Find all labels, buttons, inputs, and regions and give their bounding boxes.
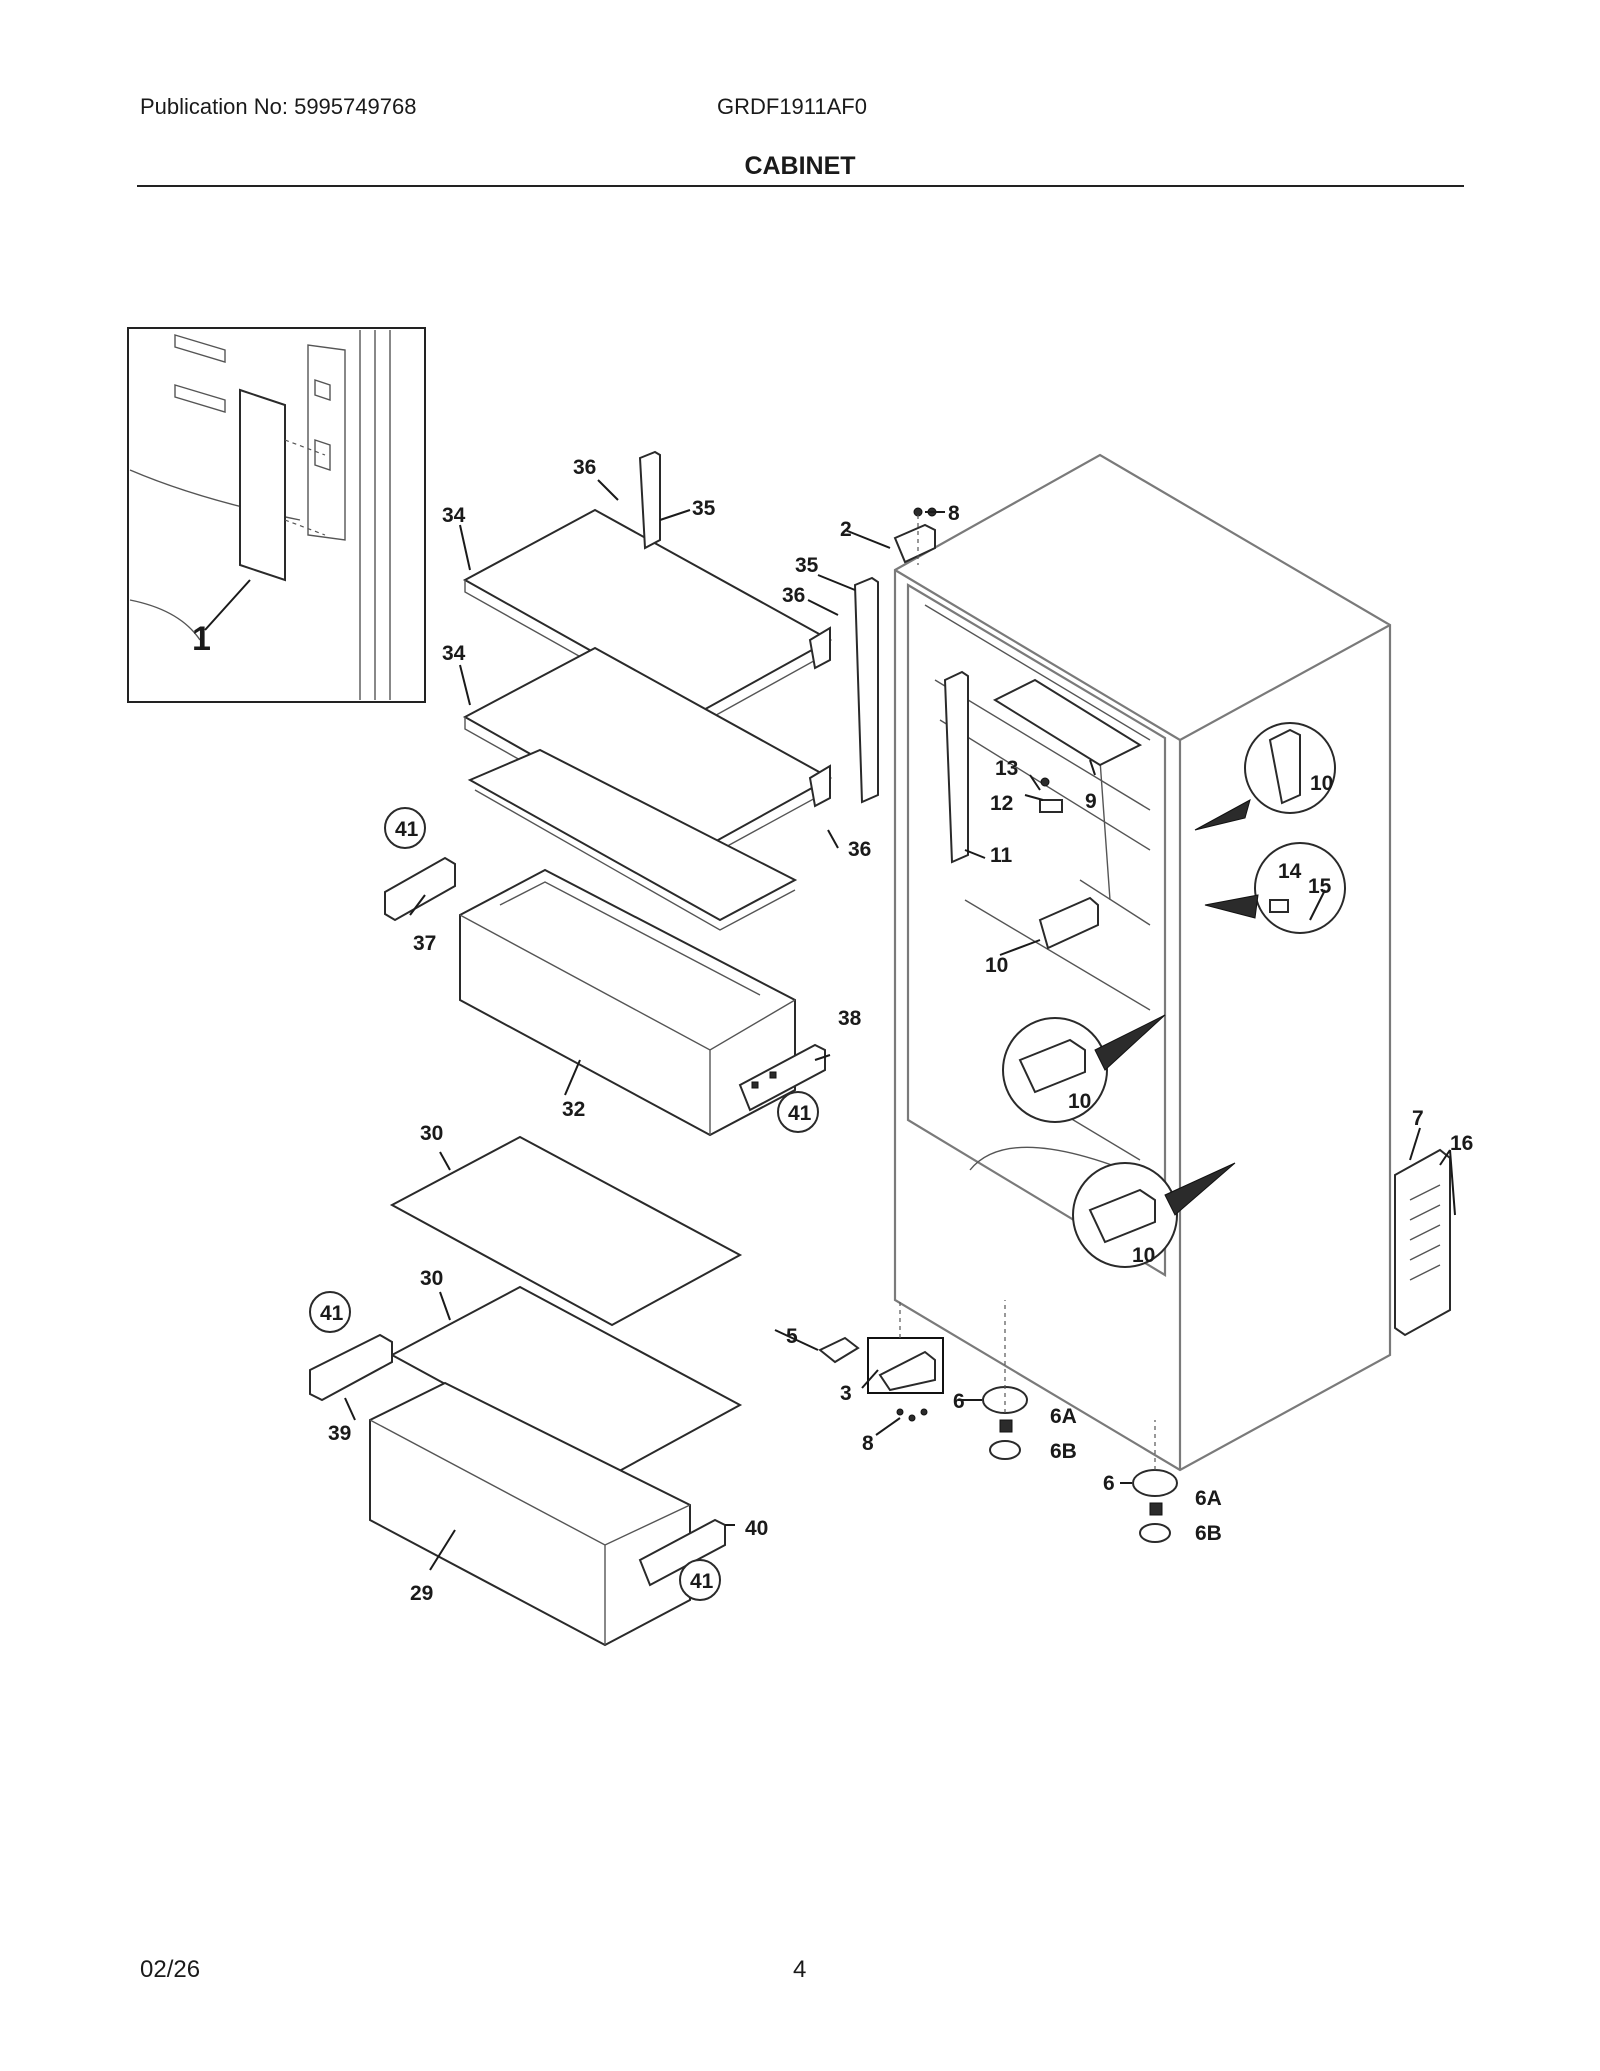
drawer-end-cap-40 [638, 1518, 726, 1587]
drawer-end-cap-37 [384, 856, 456, 922]
callout-10-a: 10 [1310, 772, 1333, 795]
callout-40: 40 [745, 1517, 768, 1540]
side-rail-35-left [638, 450, 661, 550]
cabinet-body [893, 453, 1392, 1472]
callout-12: 12 [990, 792, 1013, 815]
callout-30-a: 30 [420, 1122, 443, 1145]
callout-6B-2: 6B [1195, 1522, 1222, 1545]
detail-circle-10-a [1194, 722, 1336, 831]
shelf-lower-tray [467, 748, 798, 931]
header-rule [137, 185, 1464, 187]
light-socket-12-13 [1039, 777, 1063, 813]
callout-36-a: 36 [573, 456, 596, 479]
callout-5: 5 [786, 1325, 798, 1348]
publication-number: Publication No: 5995749768 [140, 94, 417, 119]
control-housing-9 [992, 678, 1143, 767]
spacer-5 [818, 1336, 860, 1364]
clip-badge-41-d [679, 1559, 721, 1601]
leader-lines [344, 479, 1456, 1571]
drawer-end-cap-39 [309, 1333, 393, 1402]
side-rail-35-right [853, 576, 879, 804]
callout-6-a: 6 [953, 1390, 965, 1413]
callout-6A-1: 6A [1050, 1405, 1077, 1428]
drawer-end-cap-38 [738, 1043, 826, 1112]
inset-detail-part-1 [127, 327, 426, 703]
callout-35-a: 35 [692, 497, 716, 520]
model-number: GRDF1911AF0 [717, 94, 867, 119]
callout-10-b: 10 [985, 954, 1008, 977]
leveler-6-rear [1132, 1469, 1178, 1543]
callout-41-d: 41 [690, 1570, 714, 1593]
clip-badge-41-b [777, 1091, 819, 1133]
callout-41-c: 41 [320, 1302, 344, 1325]
detail-circle-10-c [1072, 1162, 1236, 1268]
callout-36-b: 36 [782, 584, 805, 607]
page-number: 4 [793, 1956, 807, 1983]
callout-15: 15 [1308, 875, 1332, 898]
callout-9: 9 [1085, 790, 1097, 813]
callout-41-b: 41 [788, 1102, 812, 1125]
callout-2: 2 [840, 518, 852, 541]
rear-panel-7 [1394, 1148, 1451, 1337]
footer-date: 02/26 [140, 1956, 201, 1983]
callout-14: 14 [1278, 860, 1302, 883]
callout-34-a: 34 [442, 504, 466, 527]
callout-37: 37 [413, 932, 436, 955]
callout-41-a: 41 [395, 818, 419, 841]
callout-6B-1: 6B [1050, 1440, 1077, 1463]
leveler-6-front [982, 1386, 1028, 1460]
callout-8-b: 8 [862, 1432, 874, 1455]
light-cover-10 [1038, 896, 1099, 950]
callout-6-b: 6 [1103, 1472, 1115, 1495]
callout-3: 3 [840, 1382, 852, 1405]
callout-11: 11 [990, 844, 1013, 867]
callout-29: 29 [410, 1582, 433, 1605]
callout-6A-2: 6A [1195, 1487, 1222, 1510]
detail-circle-14-15 [1204, 842, 1346, 934]
hinge-2 [893, 507, 937, 564]
side-rail-11 [943, 670, 969, 864]
callout-38: 38 [838, 1007, 862, 1030]
section-title: CABINET [744, 152, 856, 180]
glass-shelf-30-upper [389, 1135, 743, 1327]
callout-10-c: 10 [1068, 1090, 1091, 1113]
clip-badge-41-c [309, 1291, 351, 1333]
callout-1: 1 [192, 620, 211, 658]
callout-labels: 1 36 35 34 34 2 8 35 36 36 13 12 9 11 10… [192, 456, 1473, 1605]
callout-39: 39 [328, 1422, 351, 1445]
crisper-drawer-32 [459, 868, 796, 1137]
callout-7: 7 [1412, 1107, 1424, 1130]
callout-13: 13 [995, 757, 1018, 780]
callout-16: 16 [1450, 1132, 1473, 1155]
callout-8-a: 8 [948, 502, 960, 525]
callout-35-b: 35 [795, 554, 819, 577]
detail-circle-10-b [1002, 1014, 1166, 1123]
crisper-drawer-29 [369, 1381, 691, 1647]
callout-32: 32 [562, 1098, 585, 1121]
callout-10-d: 10 [1132, 1244, 1155, 1267]
bottom-hinge-3 [867, 1337, 944, 1422]
callout-30-b: 30 [420, 1267, 443, 1290]
callout-34-b: 34 [442, 642, 466, 665]
clip-badge-41-a [384, 807, 426, 849]
callout-36-c: 36 [848, 838, 871, 861]
